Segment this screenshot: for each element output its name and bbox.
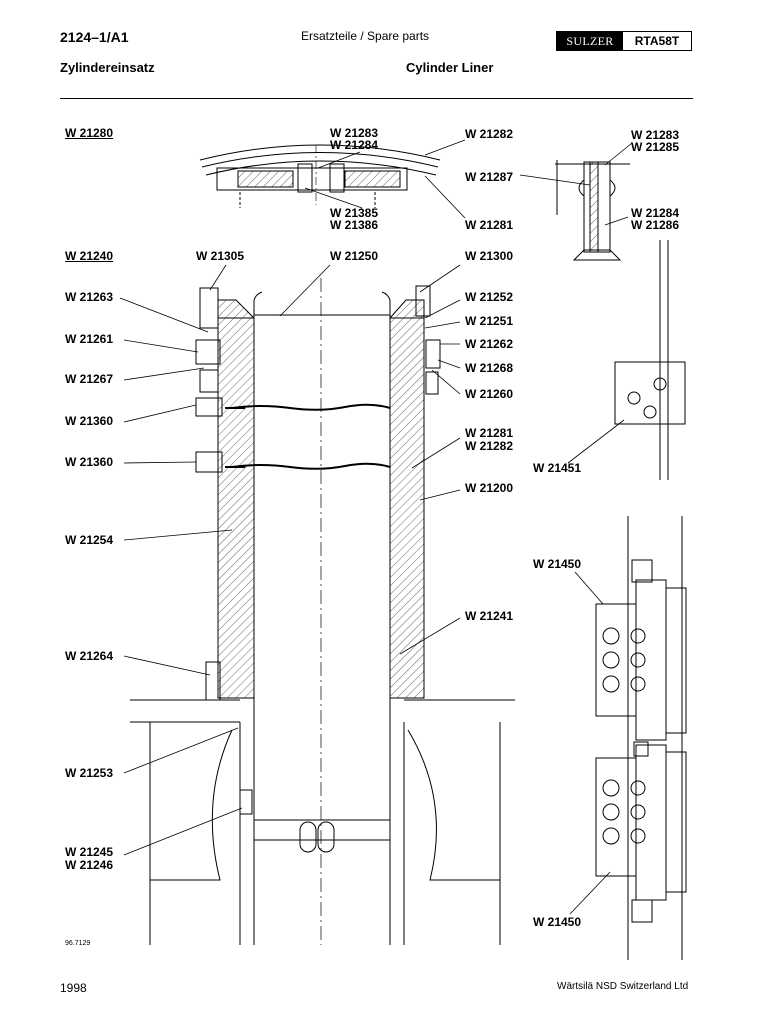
part-label-w21253: W 21253 xyxy=(65,766,114,780)
part-label-w21450-lower: W 21450 xyxy=(533,915,582,929)
part-label-w21261: W 21261 xyxy=(65,332,114,346)
title-german: Zylindereinsatz xyxy=(60,60,155,75)
part-label-w21262: W 21262 xyxy=(465,337,514,351)
title-english: Cylinder Liner xyxy=(406,60,494,75)
engine-model: RTA58T xyxy=(634,34,680,48)
part-label-w21263: W 21263 xyxy=(65,290,114,304)
part-label-w21260: W 21260 xyxy=(465,387,514,401)
part-label-w21360: W 21360 xyxy=(65,414,114,428)
part-label-w21251: W 21251 xyxy=(465,314,514,328)
footer-company: Wärtsilä NSD Switzerland Ltd xyxy=(557,981,689,992)
part-label-w21200: W 21200 xyxy=(465,481,514,495)
part-label-w21281-lower: W 21281 xyxy=(465,426,514,440)
part-label-w21268: W 21268 xyxy=(465,361,514,375)
part-label-w21267: W 21267 xyxy=(65,372,114,386)
part-label-w21252: W 21252 xyxy=(465,290,514,304)
part-label-w21283: W 21283 xyxy=(330,126,379,140)
part-label-w21282: W 21282 xyxy=(465,127,514,141)
part-label-w21385: W 21385 xyxy=(330,206,379,220)
header-rule xyxy=(60,98,693,99)
part-label-w21246: W 21246 xyxy=(65,858,114,872)
brand-name: SULZER xyxy=(557,32,623,50)
part-label-w21254: W 21254 xyxy=(65,533,114,547)
part-label-w21450: W 21450 xyxy=(533,557,582,571)
part-label-w21305: W 21305 xyxy=(196,249,245,263)
part-label-w21250: W 21250 xyxy=(330,249,379,263)
part-label-w21300: W 21300 xyxy=(465,249,514,263)
part-label-w21280: W 21280 xyxy=(65,126,114,140)
part-label-w21285: W 21285 xyxy=(631,140,680,154)
part-label-w21451: W 21451 xyxy=(533,461,582,475)
document-category: Ersatzteile / Spare parts xyxy=(301,29,430,43)
drawing-number: 96.7129 xyxy=(65,940,91,947)
part-label-w21240: W 21240 xyxy=(65,249,114,263)
part-label-w21245: W 21245 xyxy=(65,845,114,859)
part-label-w21281: W 21281 xyxy=(465,218,514,232)
part-label-w21286: W 21286 xyxy=(631,218,680,232)
document-code: 2124–1/A1 xyxy=(60,29,129,45)
brand-logo: SULZER RTA58T xyxy=(556,31,692,51)
part-label-w21386: W 21386 xyxy=(330,218,379,232)
part-label-w21360-lower: W 21360 xyxy=(65,455,114,469)
part-label-w21264: W 21264 xyxy=(65,649,114,663)
part-label-w21241: W 21241 xyxy=(465,609,514,623)
part-label-w21284-detail: W 21284 xyxy=(631,206,680,220)
part-label-w21284: W 21284 xyxy=(330,138,379,152)
part-label-w21283-detail: W 21283 xyxy=(631,128,680,142)
part-label-w21282-lower: W 21282 xyxy=(465,439,514,453)
footer-year: 1998 xyxy=(60,981,87,995)
part-label-w21287: W 21287 xyxy=(465,170,514,184)
